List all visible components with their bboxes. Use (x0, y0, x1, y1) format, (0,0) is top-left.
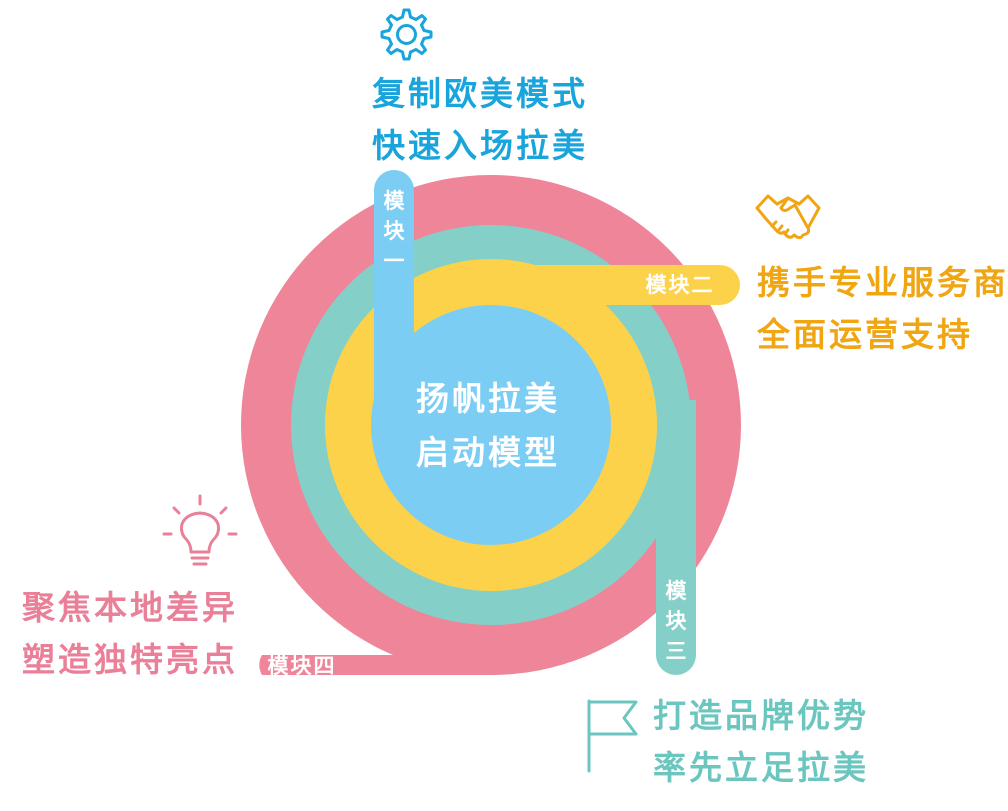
handshake-icon (755, 194, 821, 240)
module-2-title-line-1: 携手专业服务商 (757, 263, 1008, 302)
module-2-title: 携手专业服务商 全面运营支持 (757, 257, 1008, 361)
center-title: 扬帆拉美 启动模型 (388, 372, 588, 480)
gear-icon (380, 8, 433, 61)
module-4-title-line-2: 塑造独特亮点 (22, 640, 238, 679)
module-4-title-line-1: 聚焦本地差异 (22, 588, 238, 627)
module-3-title: 打造品牌优势 率先立足拉美 (653, 690, 869, 794)
tab-module-3-shape (656, 400, 696, 675)
center-line-2: 启动模型 (416, 433, 560, 472)
tab-module-4-shape (259, 655, 491, 675)
tab-module-3-char-1: 模 (665, 579, 687, 603)
tab-module-1-char-1: 模 (383, 189, 405, 213)
tab-module-1-char-2: 块 (383, 219, 405, 243)
tab-module-1-char-3: 一 (383, 249, 405, 273)
module-3-title-line-2: 率先立足拉美 (653, 748, 869, 787)
center-circle (371, 305, 611, 545)
module-1-title: 复制欧美模式 快速入场拉美 (372, 68, 588, 172)
tab-module-3-char-3: 三 (665, 639, 687, 663)
tab-module-3-char-2: 块 (665, 609, 687, 633)
tab-module-1-shape (374, 170, 414, 430)
center-line-1: 扬帆拉美 (416, 379, 560, 418)
flag-icon (587, 699, 638, 773)
tab-module-2: 模块二 (645, 273, 715, 297)
module-1-title-line-2: 快速入场拉美 (372, 126, 588, 165)
tab-module-4: 模块四 (267, 654, 337, 678)
module-3-title-line-1: 打造品牌优势 (653, 696, 869, 735)
module-1-title-line-1: 复制欧美模式 (372, 74, 588, 113)
tab-module-2-shape (491, 265, 740, 305)
lightbulb-icon (162, 494, 238, 566)
tab-module-3: 模 块 三 (656, 576, 696, 666)
module-2-title-line-2: 全面运营支持 (757, 315, 973, 354)
tab-module-1: 模 块 一 (374, 186, 414, 276)
module-4-title: 聚焦本地差异 塑造独特亮点 (22, 582, 238, 686)
